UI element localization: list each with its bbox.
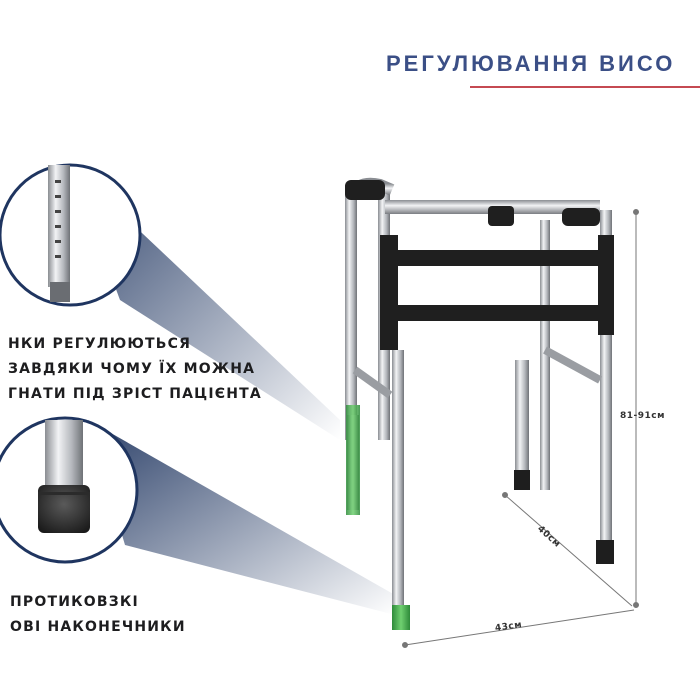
dimension-lines: [402, 209, 639, 648]
callout-bottom-line-1: ПРОТИКОВЗКІ: [10, 594, 139, 610]
page-title: РЕГУЛЮВАННЯ ВИСО: [386, 51, 676, 76]
callout-top-line-2: ЗАВДЯКИ ЧОМУ ЇХ МОЖНА: [8, 361, 256, 377]
detail-circle-top: [0, 163, 142, 307]
callout-cone-bottom: [88, 420, 395, 615]
callout-bottom-line-2: ОВІ НАКОНЕЧНИКИ: [10, 619, 186, 635]
height-dimension-label: 81-91см: [620, 411, 665, 421]
callout-top-line-1: НКИ РЕГУЛЮЮТЬСЯ: [8, 336, 192, 352]
callout-top-line-3: ГНАТИ ПІД ЗРІСТ ПАЦІЄНТА: [8, 386, 262, 402]
walker-frame: [345, 177, 614, 630]
title-underline: [470, 86, 700, 88]
detail-circle-bottom: [0, 416, 139, 564]
